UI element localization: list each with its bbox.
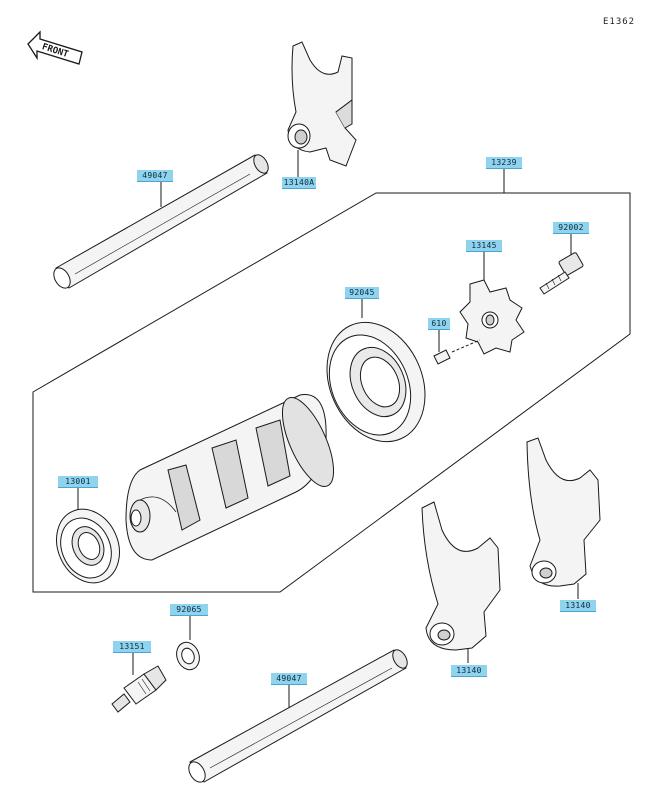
figure-id: E1362 — [603, 17, 636, 27]
shaft-bottom-part[interactable] — [185, 647, 410, 785]
fork-top-part[interactable] — [287, 41, 357, 167]
callout-sensor[interactable]: 13151 — [113, 641, 151, 653]
callout-pin[interactable]: 610 — [428, 318, 450, 330]
callout-shaft-left[interactable]: 49047 — [137, 170, 173, 182]
callout-bolt[interactable]: 92002 — [553, 222, 589, 234]
bearing-large-part[interactable] — [309, 307, 443, 458]
callout-washer[interactable]: 92065 — [170, 604, 208, 616]
fork-right-part[interactable] — [526, 437, 601, 587]
callout-drum-assembly[interactable]: 13239 — [486, 157, 522, 169]
callout-shaft-bottom[interactable]: 49047 — [271, 673, 307, 685]
callout-bearing-large[interactable]: 92045 — [345, 287, 379, 299]
fork-middle-part[interactable] — [421, 501, 501, 651]
assembly-frame — [32, 192, 631, 593]
callout-bearing-small[interactable]: 13001 — [58, 476, 98, 488]
sensor-part[interactable] — [111, 665, 167, 713]
callout-fork-top[interactable]: 13140A — [282, 177, 316, 189]
star-wheel-part[interactable] — [459, 279, 525, 355]
shift-drum-part[interactable] — [125, 391, 344, 561]
shaft-left-part[interactable] — [50, 152, 271, 291]
pin-part[interactable] — [433, 339, 481, 365]
callout-fork-right[interactable]: 13140 — [560, 600, 596, 612]
callout-fork-middle[interactable]: 13140 — [451, 665, 487, 677]
bearing-small-part[interactable] — [45, 499, 131, 593]
washer-part[interactable] — [173, 639, 203, 673]
bolt-part[interactable] — [539, 252, 584, 295]
front-arrow-icon: FRONT — [27, 30, 83, 65]
callout-star-wheel[interactable]: 13145 — [466, 240, 502, 252]
